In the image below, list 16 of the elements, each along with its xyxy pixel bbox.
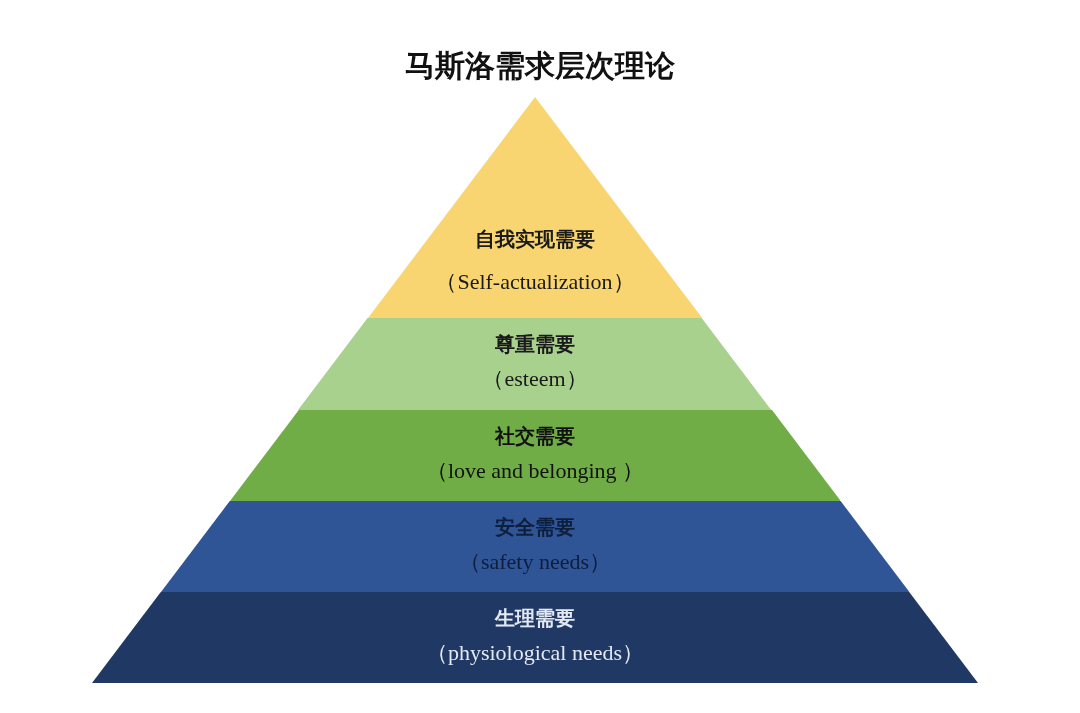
tier-title: 自我实现需要 [475,226,595,253]
pyramid-apex-tier [367,97,703,318]
tier-subtitle: （physiological needs） [425,638,645,667]
tier-subtitle: （safety needs） [458,547,612,576]
tier-subtitle: （love and belonging ） [425,456,645,485]
pyramid-tier [160,501,910,592]
pyramid-tier [92,592,978,683]
tier-title: 生理需要 [495,604,575,632]
tier-title: 尊重需要 [495,331,575,358]
tier-title: 安全需要 [495,513,575,541]
tier-subtitle: （Self-actualization） [435,268,635,296]
tier-title: 社交需要 [495,422,575,450]
pyramid-tier [229,410,841,501]
tier-subtitle: （esteem） [482,365,588,393]
diagram-title: 马斯洛需求层次理论 [405,47,675,85]
pyramid-tier [298,318,772,410]
